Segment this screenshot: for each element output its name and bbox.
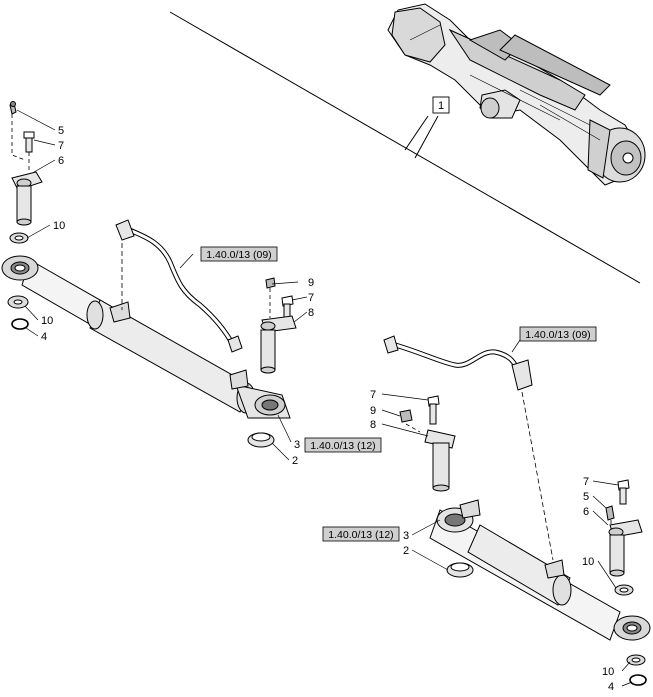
left-callout-7b: 7 — [308, 292, 314, 304]
right-callout-2: 2 — [403, 545, 409, 557]
left-bolt — [23, 131, 35, 153]
callout-1: 1 — [438, 100, 444, 112]
ref-right-cylinder[interactable]: 1.40.0/13 (12) — [322, 526, 400, 542]
left-cylinder-assembly — [1, 101, 297, 448]
left-hydraulic-hose — [115, 219, 243, 353]
right-callout-10-lower: 10 — [602, 666, 614, 678]
left-callout-3: 3 — [294, 439, 300, 451]
ref-left-cylinder-label: 1.40.0/13 (12) — [310, 440, 375, 452]
leader-lines — [16, 109, 633, 687]
right-bushing — [446, 562, 474, 578]
right-callout-7b: 7 — [583, 476, 589, 488]
left-callout-7: 7 — [58, 140, 64, 152]
ref-right-hose-label: 1.40.0/13 (09) — [525, 329, 590, 341]
left-pin — [11, 171, 43, 226]
right-callout-8: 8 — [370, 419, 376, 431]
ref-left-hose[interactable]: 1.40.0/13 (09) — [200, 246, 278, 262]
left-callout-5: 5 — [58, 125, 64, 137]
left-bushing — [247, 432, 275, 448]
right-hydraulic-hose — [383, 335, 554, 561]
right-lower-fittings — [605, 479, 643, 596]
left-callout-6: 6 — [58, 155, 64, 167]
left-callouts: 5 7 6 10 10 4 9 7 8 3 2 — [41, 125, 314, 467]
left-snap-ring — [11, 318, 29, 330]
right-callout-7: 7 — [370, 389, 376, 401]
axle-overview — [169, 3, 646, 284]
ref-right-cylinder-label: 1.40.0/13 (12) — [328, 529, 393, 541]
left-callout-10-upper: 10 — [53, 220, 65, 232]
right-callout-3: 3 — [403, 530, 409, 542]
left-callout-2: 2 — [292, 455, 298, 467]
left-cylinder-body — [1, 255, 291, 419]
right-callout-5: 5 — [583, 491, 589, 503]
ref-left-hose-label: 1.40.0/13 (09) — [206, 249, 271, 261]
right-callout-6: 6 — [583, 506, 589, 518]
ref-right-hose[interactable]: 1.40.0/13 (09) — [519, 326, 597, 342]
left-upper-fittings — [260, 277, 297, 374]
ref-left-cylinder[interactable]: 1.40.0/13 (12) — [304, 437, 382, 453]
overview-callout: 1 — [432, 96, 450, 114]
right-cylinder-assembly — [383, 335, 651, 686]
left-grease-nipple — [9, 101, 17, 115]
right-callouts: 7 9 8 3 2 7 5 6 10 10 4 — [370, 389, 614, 693]
left-callout-4: 4 — [41, 331, 47, 343]
left-callout-10-lower: 10 — [41, 315, 53, 327]
right-cylinder-body — [429, 499, 651, 641]
right-callout-4: 4 — [608, 681, 614, 692]
right-snap-ring — [629, 674, 647, 686]
right-upper-fittings — [399, 395, 456, 492]
left-callout-9: 9 — [308, 277, 314, 289]
right-callout-10-upper: 10 — [582, 556, 594, 568]
right-callout-9: 9 — [370, 405, 376, 417]
left-callout-8: 8 — [308, 307, 314, 319]
